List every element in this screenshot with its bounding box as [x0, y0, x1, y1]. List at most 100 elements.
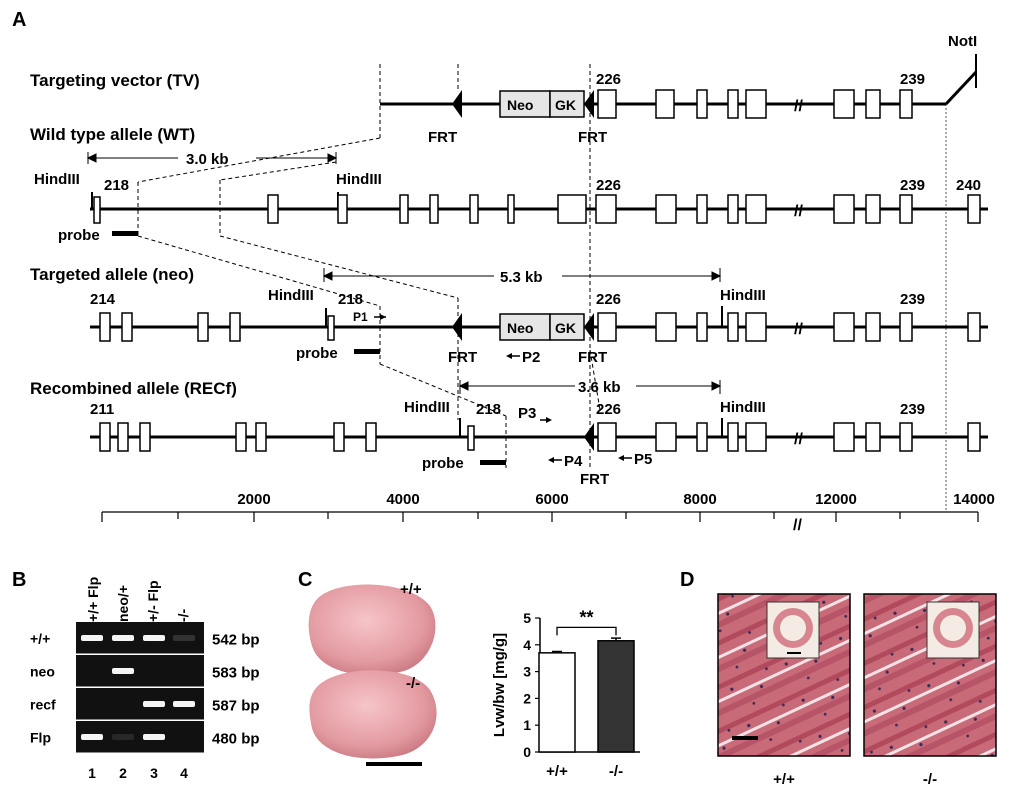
- lane-number: 2: [119, 765, 127, 781]
- lane-number: 3: [150, 765, 158, 781]
- panel-c-label: C: [298, 569, 312, 591]
- scale-tick-label: 14000: [953, 491, 995, 508]
- y-tick-label: 1: [523, 717, 531, 733]
- y-tick-label: 2: [523, 690, 531, 706]
- distance-label: 5.3 kb: [500, 269, 543, 286]
- panel-d-label: D: [680, 569, 694, 591]
- gel-row-label: +/+: [30, 631, 50, 647]
- y-tick-label: 3: [523, 664, 531, 680]
- band-size-label: 542 bp: [212, 632, 260, 649]
- gel-strip: [76, 655, 204, 687]
- svg-text://: //: [794, 98, 803, 115]
- band-size-label: 480 bp: [212, 731, 260, 748]
- exon-label-226: 226: [596, 71, 621, 88]
- panel-b-label: B: [12, 569, 26, 591]
- distance-label: 3.6 kb: [578, 379, 621, 396]
- frt-label: FRT: [448, 349, 477, 366]
- gel-band: [81, 635, 103, 641]
- frt-label: FRT: [580, 471, 609, 488]
- x-tick-label: -/-: [609, 763, 623, 780]
- scale-tick-label: 12000: [815, 491, 857, 508]
- gk-box-label: GK: [555, 97, 576, 113]
- scale-tick-label: 4000: [386, 491, 419, 508]
- primer-p4-label: P4: [564, 453, 583, 470]
- hindIII-label: HindIII: [336, 171, 382, 188]
- exon-label-214: 214: [90, 291, 116, 308]
- genotype-label-ko: -/-: [406, 675, 420, 692]
- gel-lane-headers: +/+ Flp neo/+ +/- Flp -/-: [85, 577, 191, 622]
- x-tick-label: +/+: [546, 763, 568, 780]
- recf-3kb-bracket: [458, 380, 722, 394]
- probe-label: probe: [422, 455, 464, 472]
- scale-bar: [366, 762, 422, 766]
- scale-tick-label: 2000: [237, 491, 270, 508]
- svg-text://: //: [794, 431, 803, 448]
- exon-label-218: 218: [476, 401, 501, 418]
- wt-3kb-bracket: [86, 152, 338, 164]
- row-label-wt: Wild type allele (WT): [30, 125, 195, 144]
- gk-box-label: GK: [555, 320, 576, 336]
- genotype-label-wt: +/+: [400, 581, 422, 598]
- bar: [538, 652, 576, 753]
- exon-label-240: 240: [956, 177, 981, 194]
- genotype-label-wt: +/+: [773, 771, 795, 788]
- neo-track: //: [90, 306, 988, 359]
- exon-label-226: 226: [596, 177, 621, 194]
- neo-box-label: Neo: [507, 97, 533, 113]
- heart-image-wt: [308, 584, 436, 675]
- gel-row-label: Flp: [30, 730, 51, 746]
- heart-image-ko: [309, 670, 437, 759]
- recf-track: //: [90, 417, 988, 465]
- gel-band: [173, 701, 195, 707]
- lane-number: 4: [180, 765, 188, 781]
- y-tick-label: 5: [523, 610, 531, 626]
- notI-label: NotI: [948, 33, 977, 50]
- exon-label-226: 226: [596, 401, 621, 418]
- neo-5kb-bracket: [322, 268, 722, 282]
- probe-label: probe: [58, 227, 100, 244]
- hindIII-label: HindIII: [34, 171, 80, 188]
- exon-label-211: 211: [90, 401, 114, 418]
- lane-header: neo/+: [115, 585, 131, 622]
- wt-track: //: [90, 192, 988, 236]
- primer-p5-label: P5: [634, 451, 652, 468]
- tv-track: //: [380, 54, 978, 119]
- svg-text://: //: [794, 203, 803, 220]
- panel-a-label: A: [12, 9, 26, 31]
- gel-band: [112, 734, 134, 740]
- primer-p2-label: P2: [522, 349, 540, 366]
- significance-label: **: [579, 607, 593, 627]
- row-label-tv: Targeting vector (TV): [30, 71, 200, 90]
- scale-bar: [101, 511, 979, 522]
- axis-break-icon: //: [793, 517, 802, 534]
- svg-text://: //: [794, 321, 803, 338]
- exon-label-239: 239: [900, 401, 925, 418]
- exon-label-239: 239: [900, 71, 925, 88]
- significance-bracket: [556, 626, 617, 636]
- hindIII-label: HindIII: [720, 287, 766, 304]
- band-size-label: 587 bp: [212, 698, 260, 715]
- distance-label: 3.0 kb: [186, 151, 229, 168]
- frt-label: FRT: [578, 349, 607, 366]
- gel-band: [143, 734, 165, 740]
- frt-label: FRT: [578, 129, 607, 146]
- exon-label-218: 218: [104, 177, 129, 194]
- hindIII-label: HindIII: [268, 287, 314, 304]
- neo-box-label: Neo: [507, 320, 533, 336]
- gel-band: [143, 701, 165, 707]
- primer-p3-label: P3: [518, 405, 536, 422]
- gel-band: [173, 635, 195, 641]
- gel-band: [143, 635, 165, 641]
- exon-label-239: 239: [900, 177, 925, 194]
- y-tick-label: 4: [523, 637, 531, 653]
- scale-tick-label: 8000: [683, 491, 716, 508]
- y-tick-label: 0: [523, 744, 531, 760]
- band-size-label: 583 bp: [212, 665, 260, 682]
- lane-header: +/+ Flp: [85, 577, 101, 622]
- bar: [597, 640, 635, 753]
- histology-image-ko: [863, 593, 997, 757]
- gel-band: [112, 635, 134, 641]
